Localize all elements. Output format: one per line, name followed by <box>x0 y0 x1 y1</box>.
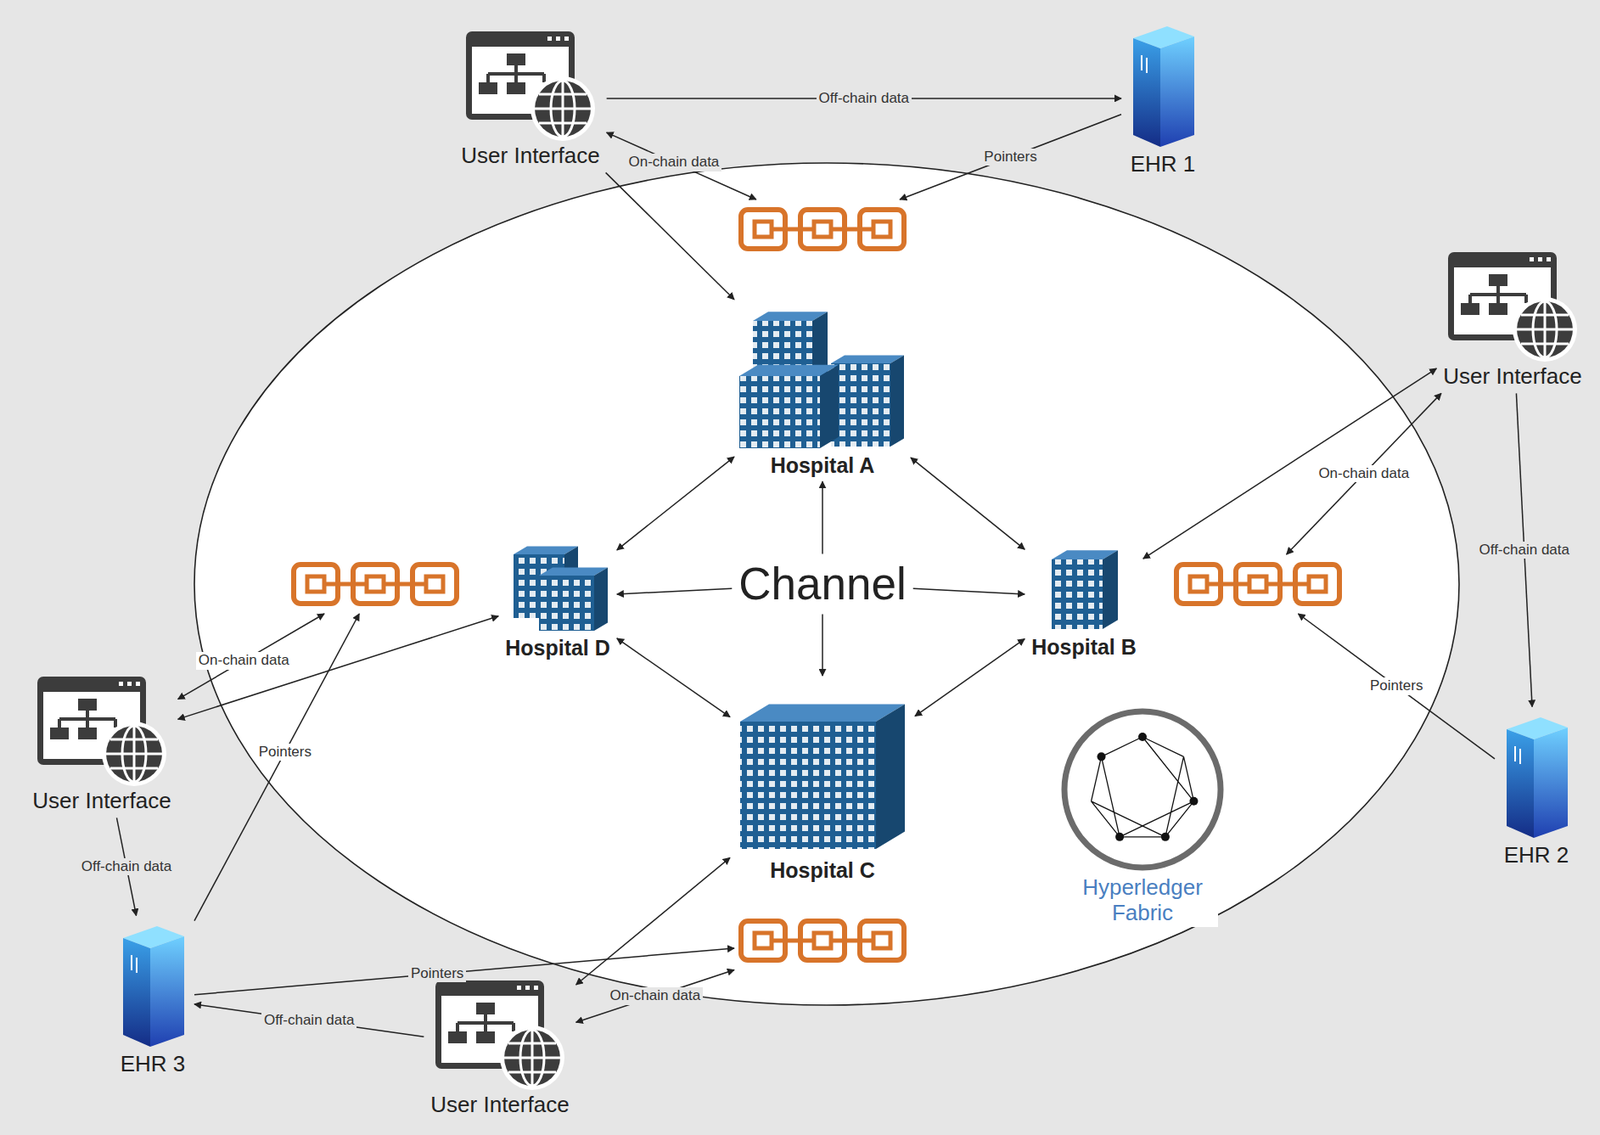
ui-icon <box>1444 248 1581 364</box>
fabric-logo: Hyperledger Fabric <box>1057 704 1228 927</box>
edge-label: Off-chain data <box>261 1011 357 1029</box>
user-interface: User Interface <box>426 976 573 1119</box>
connector <box>910 457 1025 550</box>
connector <box>617 588 732 595</box>
chain-icon <box>1173 557 1343 611</box>
node-label: EHR 1 <box>1127 151 1200 179</box>
connector <box>1286 392 1442 555</box>
node-label: Hospital A <box>767 452 879 479</box>
connector <box>913 588 1025 595</box>
chain-icon <box>290 557 461 611</box>
edge-label: On-chain data <box>1315 465 1412 483</box>
server-icon <box>1124 19 1202 152</box>
edge-label: On-chain data <box>626 153 723 171</box>
edge-label: Pointers <box>256 743 315 761</box>
edge-label: On-chain data <box>196 651 292 669</box>
connector <box>617 456 735 551</box>
hospital: Hospital A <box>737 295 908 479</box>
chain-icon <box>737 914 908 967</box>
node-label: EHR 3 <box>117 1050 190 1078</box>
connector <box>606 132 757 200</box>
connector <box>617 638 730 718</box>
node-label: EHR 2 <box>1500 842 1573 870</box>
chain-icon <box>737 202 908 256</box>
connector <box>1143 368 1438 559</box>
user-interface: User Interface <box>28 673 175 815</box>
connector <box>576 969 735 1022</box>
ledger-chain <box>737 914 908 967</box>
ui-icon <box>462 28 599 143</box>
ehr-server: EHR 2 <box>1498 710 1575 870</box>
connector <box>821 481 824 554</box>
node-label: Channel <box>735 557 910 612</box>
hospA-icon <box>737 295 908 453</box>
edge-label: Pointers <box>1367 677 1426 695</box>
ui-icon <box>33 673 170 788</box>
node-label: Hospital D <box>501 634 614 662</box>
connector <box>194 613 360 921</box>
ehr-server: EHR 3 <box>114 919 191 1078</box>
node-label: Hospital C <box>766 857 879 884</box>
ehr-server: EHR 1 <box>1124 19 1202 179</box>
node-label: Hyperledger Fabric <box>1066 874 1219 927</box>
hospital: Hospital B <box>1027 533 1140 661</box>
edge-label: Pointers <box>981 148 1039 166</box>
channel-region <box>194 162 1460 1005</box>
edge-label: Off-chain data <box>1476 541 1572 559</box>
ui-icon <box>432 976 568 1092</box>
connector <box>178 616 500 719</box>
ledger-chain <box>1173 557 1343 611</box>
connector <box>1297 613 1495 759</box>
node-label: User Interface <box>426 1091 573 1119</box>
edge-label: On-chain data <box>606 987 703 1005</box>
connector <box>194 1004 424 1037</box>
connector <box>915 639 1025 717</box>
edge-label: Off-chain data <box>78 858 175 876</box>
connector <box>178 613 325 700</box>
hospB-icon <box>1041 533 1127 635</box>
hospital: Hospital C <box>733 679 912 884</box>
hospital: Hospital D <box>501 533 614 662</box>
user-interface: User Interface <box>457 28 603 170</box>
hospC-icon <box>733 679 912 858</box>
connector <box>606 172 735 299</box>
server-icon <box>114 919 191 1051</box>
hospD-icon <box>505 533 612 635</box>
ledger-chain <box>290 557 461 611</box>
fabric-icon <box>1057 704 1228 875</box>
node-label: Hospital B <box>1027 634 1140 661</box>
node-label: User Interface <box>1439 363 1585 391</box>
server-icon <box>1498 710 1575 843</box>
connector <box>899 114 1122 200</box>
channel-node: Channel <box>735 557 910 612</box>
node-label: User Interface <box>457 142 603 170</box>
edge-label: Off-chain data <box>816 89 912 107</box>
user-interface: User Interface <box>1439 248 1585 391</box>
connector <box>821 613 824 676</box>
ledger-chain <box>737 202 908 256</box>
edge-label: Pointers <box>408 965 466 983</box>
connector <box>576 857 730 985</box>
node-label: User Interface <box>28 787 175 815</box>
